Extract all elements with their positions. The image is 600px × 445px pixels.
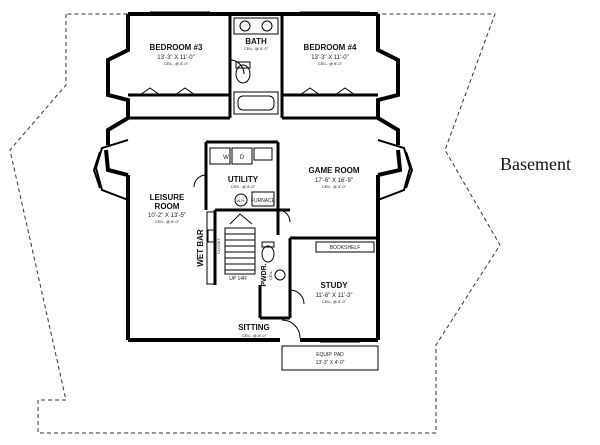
bookshelf	[315, 241, 375, 253]
leisure-room-label-2: ROOM	[155, 202, 180, 211]
stair	[224, 213, 256, 275]
sitting-label: SITTING	[238, 323, 270, 332]
windows	[150, 11, 360, 343]
water-heater-label: W.H.	[237, 198, 246, 203]
bay-windows	[92, 139, 414, 201]
exterior-walls	[104, 12, 403, 342]
study-ceil: CEIL. @ 8'-0"	[322, 299, 347, 304]
leisure-room-ceil: CEIL. @ 8'-0"	[155, 219, 180, 224]
leisure-room-label: LEISURE	[150, 193, 185, 202]
bookshelf-label: BOOKSHELF	[330, 245, 361, 251]
utility-fixtures	[209, 147, 275, 207]
leisure-room-dims: 10'-2" X 13'-5"	[148, 213, 186, 219]
wet-bar-label: WET BAR	[196, 229, 205, 267]
game-room-dims: 17'-6" X 16'-9"	[315, 178, 353, 184]
bedroom3-ceil: CEIL. @ 8'-0"	[164, 61, 189, 66]
bedroom3-label: BEDROOM #3	[150, 43, 203, 52]
bath-fixtures	[233, 17, 279, 115]
bedroom4-label: BEDROOM #4	[304, 43, 357, 52]
wet-bar-counter	[206, 211, 216, 285]
study-label: STUDY	[320, 281, 348, 290]
sitting-ceil: CEIL. @ 8'-0"	[242, 333, 267, 338]
page-title: Basement	[500, 154, 571, 174]
pwdr-ceil: CEIL.	[268, 270, 273, 280]
furnace-label: FURNACE	[251, 198, 276, 204]
pwdr-fixtures	[261, 241, 286, 281]
bath-label: BATH	[245, 37, 267, 46]
game-room-ceil: CEIL. @ 8'-0"	[322, 184, 347, 189]
equip-pad-outline	[281, 345, 379, 371]
utility-ceil: CEIL. @ 8'-0"	[231, 184, 256, 189]
equip-pad-dims: 13'-3" X 4'-0"	[316, 360, 345, 366]
closet-label: CLOSET	[216, 237, 221, 254]
pwdr-label: PWDR.	[261, 263, 268, 286]
game-room-label: GAME ROOM	[308, 166, 359, 175]
bedroom4-ceil: CEIL. @ 8'-0"	[318, 61, 343, 66]
closet-doors	[139, 87, 356, 96]
washer-label: W	[223, 155, 229, 161]
utility-label: UTILITY	[228, 175, 259, 184]
equip-pad-label: EQUIP. PAD	[316, 352, 344, 358]
door-swings	[193, 59, 305, 339]
bath-ceil: CEIL. @ 8'-0"	[244, 46, 269, 51]
deck-outline	[9, 13, 501, 434]
stair-label: UP 14R	[229, 276, 247, 282]
study-dims: 11'-6" X 11'-3"	[315, 293, 352, 299]
bedroom3-dims: 13'-3" X 11'-0"	[157, 55, 194, 61]
bedroom4-dims: 13'-3" X 11'-0"	[311, 55, 348, 61]
dryer-label: D	[240, 155, 245, 161]
